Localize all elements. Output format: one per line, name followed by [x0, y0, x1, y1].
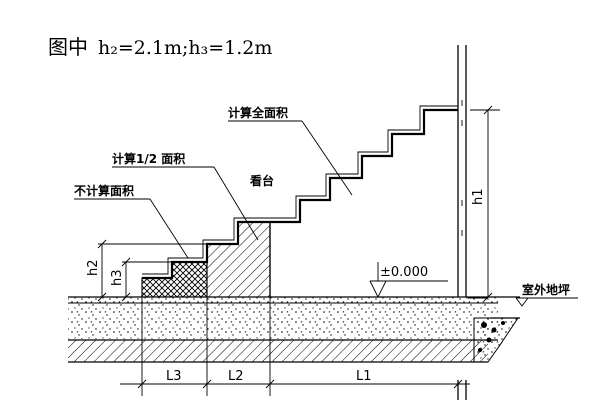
stand-label: 看台	[250, 173, 274, 188]
label-full-area: 计算全面积	[228, 105, 353, 196]
label-no-area: 不计算面积	[74, 183, 189, 259]
outdoor-ground-label: 室外地坪	[522, 282, 570, 297]
L3-label: L3	[166, 369, 182, 384]
elevation-marker: ±0.000	[369, 262, 448, 299]
dim-h2: h2	[86, 239, 207, 302]
dim-h3: h3	[110, 257, 172, 302]
outdoor-ground-marker: 室外地坪	[468, 282, 578, 307]
no-area-region	[141, 261, 208, 298]
title-prefix: 图中	[48, 35, 88, 59]
column	[457, 45, 467, 400]
no-area-label: 不计算面积	[74, 183, 134, 198]
L1-label: L1	[356, 369, 372, 384]
h3-label: h3	[110, 269, 125, 286]
h2-label: h2	[86, 259, 101, 276]
dim-h1: h1	[470, 105, 500, 302]
label-half-area: 计算1/2 面积	[112, 151, 259, 241]
full-area-label: 计算全面积	[228, 105, 288, 120]
stand-steps	[142, 105, 458, 297]
h1-label: h1	[471, 188, 486, 205]
half-area-label: 计算1/2 面积	[112, 151, 185, 166]
ground-slab	[68, 296, 520, 363]
L2-label: L2	[228, 369, 244, 384]
outdoor-gravel	[473, 317, 520, 363]
title-formula: h₂=2.1m;h₃=1.2m	[98, 37, 272, 59]
dim-bottom: L3 L2 L1	[120, 297, 470, 396]
elevation-label: ±0.000	[380, 265, 428, 280]
